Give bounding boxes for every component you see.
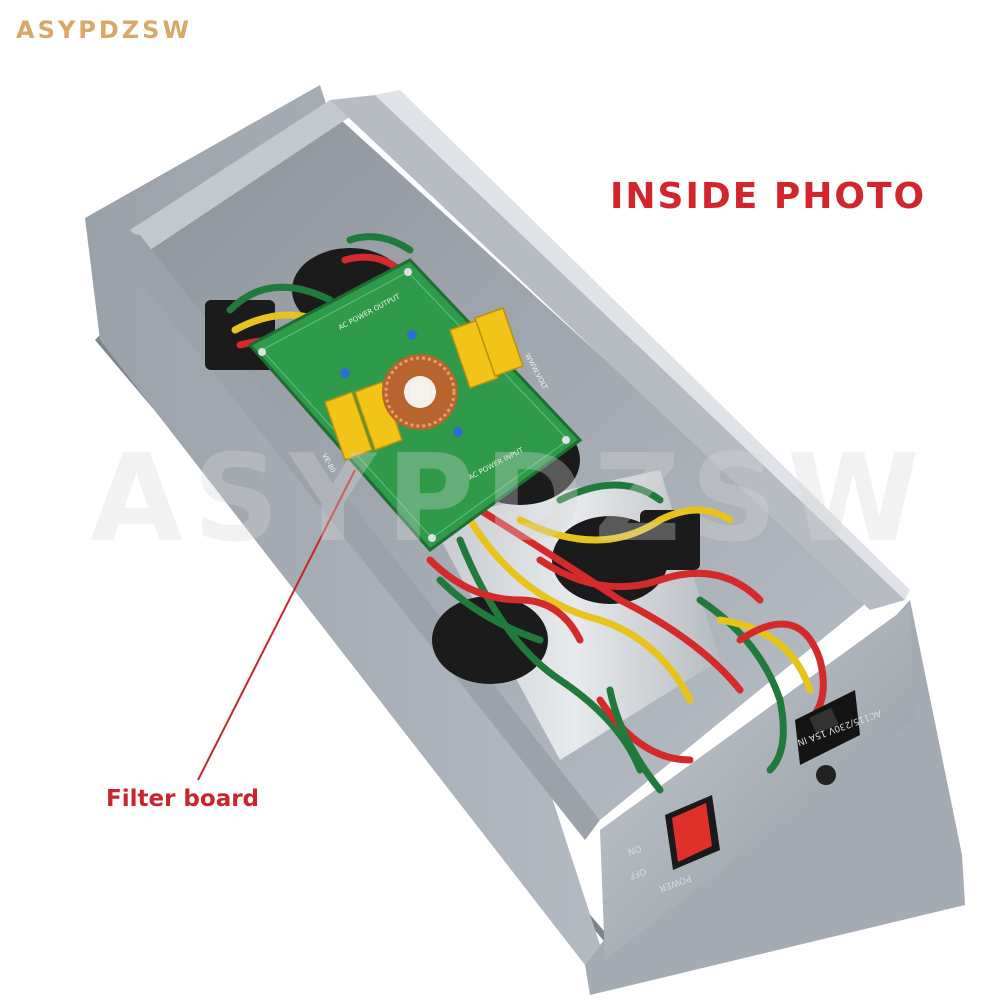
filter-board-pcb: AC POWER OUTPUT AC POWER INPUT VE-80 WWW… <box>247 258 583 553</box>
front-panel-controls: ON OFF POWER AC115/230V 15A IN <box>626 690 882 893</box>
callout-line <box>197 469 356 781</box>
right-wall-top-edge <box>375 90 910 600</box>
panel-on-label: ON <box>626 842 642 856</box>
chassis-back-wall <box>130 100 360 250</box>
ground-post <box>816 765 836 785</box>
brand-logo-text: ASYPDZSW <box>16 16 192 44</box>
filter-board-callout: Filter board <box>106 786 260 812</box>
x-capacitors <box>324 307 524 461</box>
chassis-left-inner-wall <box>100 230 600 840</box>
chassis-right-wall <box>330 95 905 610</box>
front-panel-face <box>600 605 915 960</box>
inside-photo-heading: INSIDE PHOTO <box>610 176 927 217</box>
watermark: ASYPDZSW <box>90 430 930 569</box>
toroid-coil <box>382 354 458 430</box>
